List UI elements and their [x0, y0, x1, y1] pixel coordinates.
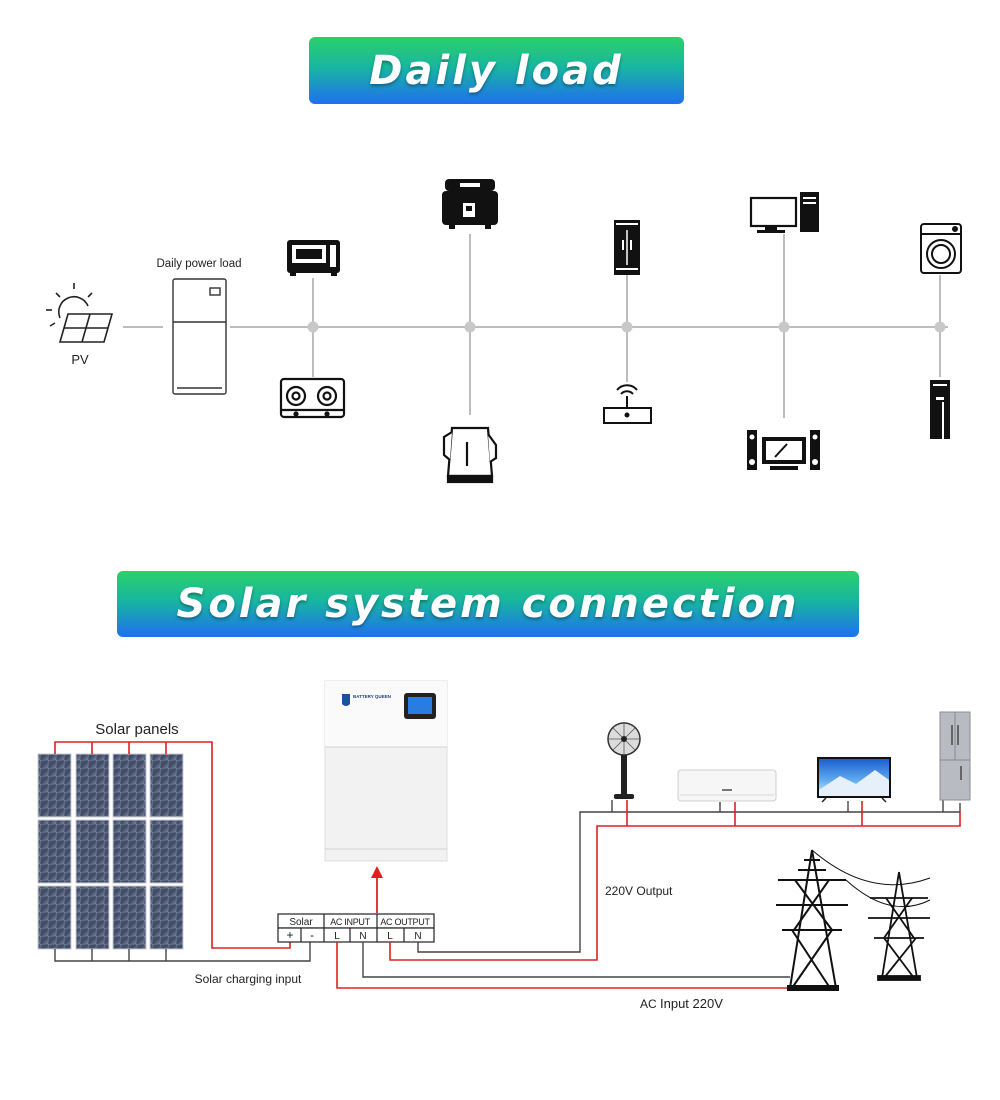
terminal-ac-in-l: L	[334, 931, 340, 942]
wifi-router-icon	[603, 384, 652, 424]
panel-wiring-negative	[54, 942, 311, 962]
desktop-computer-icon	[749, 192, 819, 233]
junction-dot	[307, 321, 319, 333]
ac-input-label-prefix: AC	[640, 997, 657, 1011]
junction-dot	[934, 321, 946, 333]
gas-stove-icon	[279, 377, 346, 419]
terminal-group-solar: Solar	[289, 917, 313, 928]
refrigerator-icon	[939, 711, 971, 801]
bus-junctions	[307, 321, 946, 333]
solar-panels-label: Solar panels	[95, 721, 178, 738]
daily-load-diagram: PV Daily power load	[46, 179, 962, 484]
terminal-ac-out-l: L	[387, 931, 393, 942]
junction-dot	[621, 321, 633, 333]
solar-panel-array-icon	[37, 753, 184, 950]
arrow-up-icon	[371, 866, 383, 913]
terminal-plus: +	[286, 928, 293, 942]
daily-load-title: Daily load	[369, 47, 624, 94]
junction-dot	[778, 321, 790, 333]
terminal-ac-in-n: N	[359, 931, 366, 942]
solar-charging-input-label: Solar charging input	[195, 972, 302, 986]
tv-icon	[817, 757, 891, 803]
terminal-minus: -	[310, 928, 314, 942]
electric-kettle-icon	[442, 426, 498, 484]
air-conditioner-icon	[677, 769, 777, 802]
ac-output-wiring	[389, 800, 961, 961]
power-tower-icon	[776, 849, 848, 991]
ac-input-wiring	[336, 942, 790, 989]
daily-load-banner: Daily load	[309, 37, 684, 104]
output-220v-label: 220V Output	[605, 884, 673, 898]
terminal-ac-out-n: N	[414, 931, 421, 942]
sun-solar-panel-icon	[46, 283, 114, 343]
inverter-unit-icon	[324, 680, 448, 862]
washing-machine-icon	[920, 223, 962, 274]
refrigerator-icon	[172, 278, 227, 395]
pv-label: PV	[71, 352, 89, 367]
solar-system-title: Solar system connection	[176, 581, 800, 627]
terminal-labels: Solar AC INPUT AC OUTPUT + - L N L N	[286, 917, 430, 942]
ac-input-label-value: Input 220V	[660, 996, 723, 1011]
solar-system-banner: Solar system connection	[117, 571, 859, 637]
home-theater-tv-icon	[747, 430, 820, 470]
rice-cooker-icon	[442, 179, 498, 229]
panel-wiring-positive	[54, 741, 291, 949]
transmission-lines	[811, 849, 931, 908]
solar-system-diagram: Solar panels BATTERY QUE	[37, 680, 971, 1011]
terminal-group-ac-output: AC OUTPUT	[380, 917, 430, 927]
power-bus-line	[123, 234, 948, 418]
water-heater-icon	[930, 380, 950, 439]
daily-power-load-label: Daily power load	[156, 258, 241, 270]
terminal-group-ac-input: AC INPUT	[330, 917, 370, 927]
power-tower-icon	[868, 871, 930, 981]
double-door-fridge-icon	[614, 220, 640, 275]
microwave-icon	[287, 240, 340, 276]
terminal-block	[277, 913, 435, 943]
junction-dot	[464, 321, 476, 333]
stand-fan-icon	[607, 722, 641, 799]
inverter-brand-label: BATTERY QUEEN	[353, 694, 391, 699]
